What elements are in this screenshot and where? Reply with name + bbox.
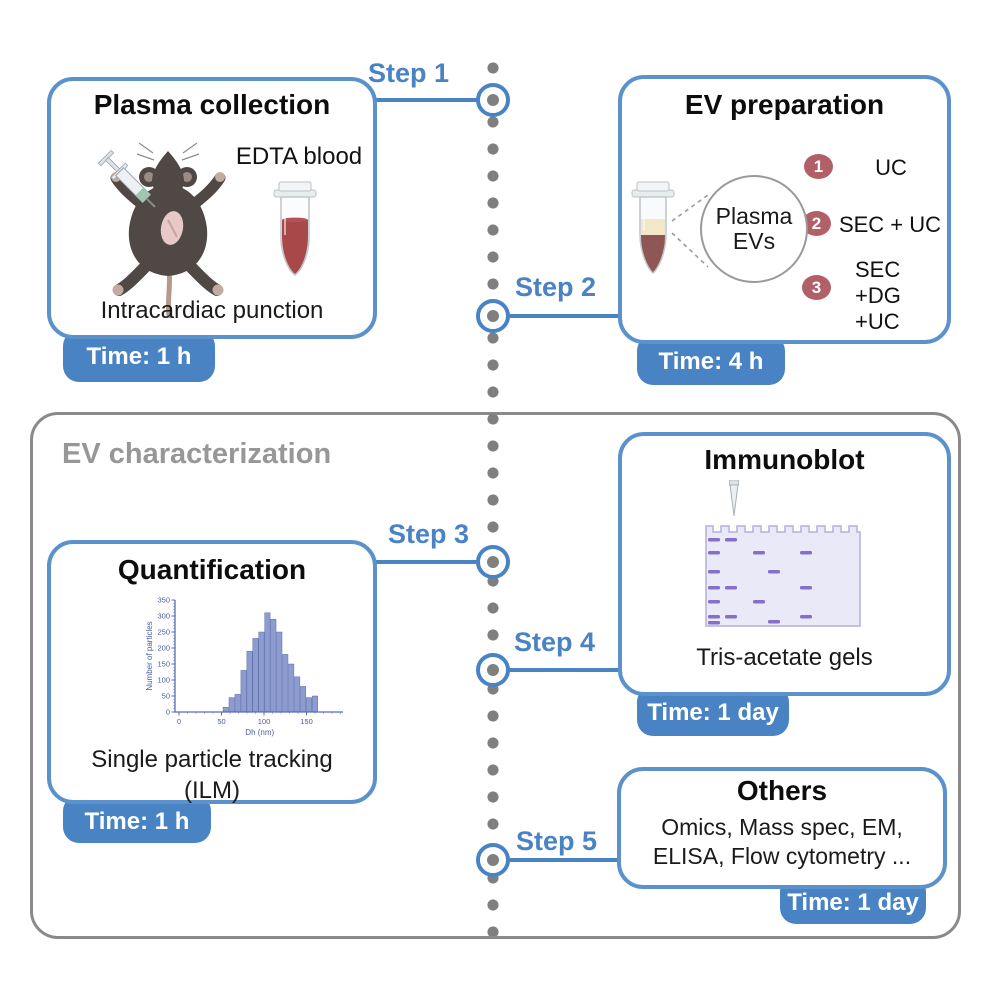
quantification-title: Quantification bbox=[117, 554, 307, 585]
timeline-dotted-line bbox=[487, 62, 499, 936]
svg-text:100: 100 bbox=[258, 717, 271, 726]
connector-step4 bbox=[506, 668, 622, 672]
svg-text:50: 50 bbox=[217, 717, 225, 726]
quantification-caption: Single particle tracking (ILM) bbox=[51, 744, 373, 806]
step4-label: Step 4 bbox=[514, 627, 596, 657]
plasma-tube-icon bbox=[631, 181, 675, 275]
step2-label: Step 2 bbox=[515, 272, 597, 302]
magnifier-rays bbox=[671, 194, 709, 268]
gel-bands bbox=[708, 538, 812, 625]
ev-preparation-box: EV preparation Plasma EVs 1 UC 2 SEC + U… bbox=[618, 75, 951, 344]
others-caption-line2: ELISA, Flow cytometry ... bbox=[652, 843, 912, 869]
svg-text:50: 50 bbox=[162, 692, 170, 701]
step4-node-icon bbox=[476, 653, 510, 687]
step1-label: Step 1 bbox=[368, 58, 450, 88]
plasma-evs-line2: EVs bbox=[732, 228, 776, 254]
quantification-caption-line2: (ILM) bbox=[184, 777, 240, 804]
method-1-label: UC bbox=[875, 155, 907, 180]
quantification-box: Quantification 0 50 100 150 200 250 300 350 0 50 1… bbox=[47, 540, 377, 804]
method-3-line2: +DG bbox=[855, 283, 901, 308]
plasma-collection-caption: Intracardiac punction bbox=[100, 297, 324, 324]
immunoblot-title: Immunoblot bbox=[704, 444, 865, 475]
step5-label: Step 5 bbox=[516, 826, 598, 856]
connector-step5 bbox=[506, 858, 620, 862]
section-title-ev-characterization: EV characterization bbox=[62, 438, 332, 470]
method-3-line1: SEC bbox=[855, 257, 901, 282]
others-caption: Omics, Mass spec, EM, ELISA, Flow cytome… bbox=[621, 813, 943, 871]
step2-node-icon bbox=[476, 299, 510, 333]
svg-text:300: 300 bbox=[157, 612, 170, 621]
method-3-line3: +UC bbox=[855, 309, 900, 334]
svg-text:250: 250 bbox=[157, 628, 170, 637]
others-box: Others Omics, Mass spec, EM, ELISA, Flow… bbox=[617, 767, 947, 889]
plasma-evs-line1: Plasma bbox=[715, 203, 793, 229]
plasma-evs-magnifier: Plasma EVs bbox=[700, 175, 808, 283]
plasma-collection-title: Plasma collection bbox=[93, 89, 331, 120]
immunoblot-box: Immunoblot Tris-acetate gels bbox=[618, 432, 951, 696]
svg-text:350: 350 bbox=[157, 596, 170, 605]
particle-size-histogram: 0 50 100 150 200 250 300 350 0 50 100 150 Dh (nm) Num… bbox=[145, 596, 343, 737]
step3-label: Step 3 bbox=[388, 519, 470, 549]
step5-node-icon bbox=[476, 843, 510, 877]
step3-node-icon bbox=[476, 545, 510, 579]
method-1-badge: 1 bbox=[804, 154, 833, 179]
syringe-icon bbox=[97, 149, 156, 208]
quantification-caption-line1: Single particle tracking bbox=[91, 746, 333, 773]
gel-icon bbox=[705, 525, 861, 627]
mouse-syringe-icon bbox=[97, 142, 226, 318]
svg-text:Number of particles: Number of particles bbox=[145, 621, 154, 690]
pipette-tip-icon bbox=[729, 480, 739, 517]
others-title: Others bbox=[736, 775, 828, 806]
svg-text:150: 150 bbox=[300, 717, 313, 726]
plasma-collection-box: Plasma collection bbox=[47, 77, 377, 339]
svg-text:100: 100 bbox=[157, 676, 170, 685]
ev-preparation-title: EV preparation bbox=[684, 89, 885, 120]
edta-blood-label: EDTA blood bbox=[235, 143, 363, 170]
connector-step1 bbox=[370, 98, 480, 102]
svg-text:150: 150 bbox=[157, 660, 170, 669]
connector-step3 bbox=[371, 560, 480, 564]
svg-text:0: 0 bbox=[177, 717, 181, 726]
method-2-label: SEC + UC bbox=[838, 212, 942, 237]
connector-step2 bbox=[506, 314, 620, 318]
svg-text:0: 0 bbox=[166, 708, 170, 717]
others-caption-line1: Omics, Mass spec, EM, bbox=[661, 814, 903, 840]
svg-text:Dh (nm): Dh (nm) bbox=[245, 728, 274, 737]
step1-node-icon bbox=[476, 83, 510, 117]
method-3-badge: 3 bbox=[802, 275, 831, 300]
immunoblot-caption: Tris-acetate gels bbox=[696, 644, 873, 671]
blood-tube-icon bbox=[273, 181, 317, 276]
method-3-label: SEC +DG +UC bbox=[855, 257, 901, 335]
svg-text:200: 200 bbox=[157, 644, 170, 653]
